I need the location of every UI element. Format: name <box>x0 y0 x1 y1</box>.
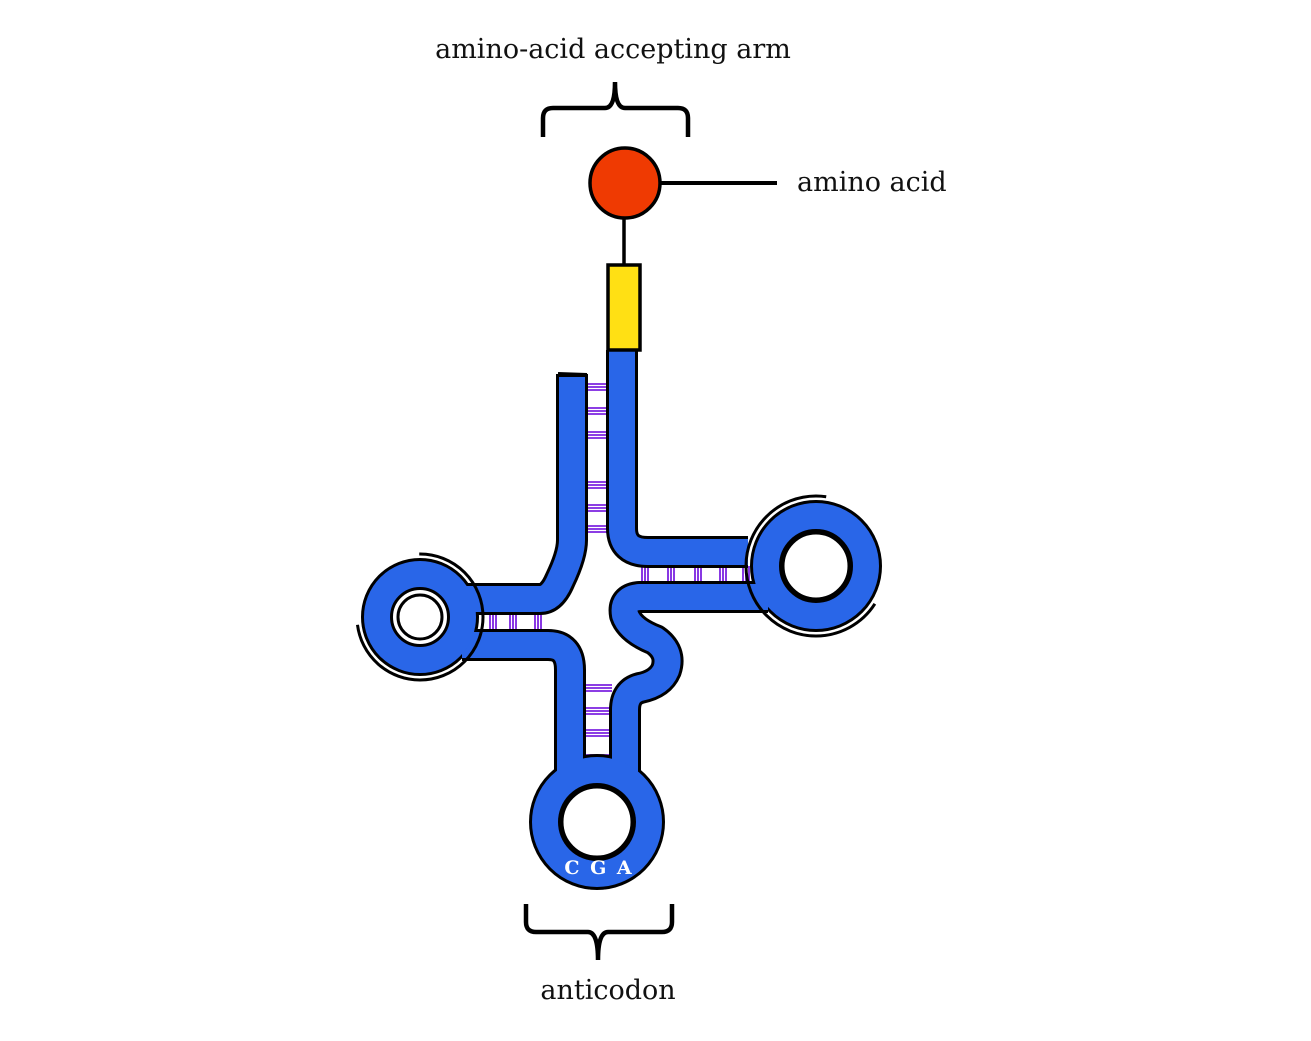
acceptor-left-strand-end-cap <box>557 372 588 377</box>
acceptor-right-strand-outline <box>606 350 748 568</box>
acceptor-cca-end <box>606 263 642 352</box>
acceptor-left-strand <box>462 377 585 612</box>
anticodon-left-strand-outline <box>462 629 586 780</box>
d-loop-outer-edge <box>355 552 485 682</box>
anticodon-left-strand <box>462 632 583 780</box>
acceptor-right-strand <box>609 350 748 565</box>
t-arm-bottom-strand <box>611 584 768 780</box>
t-loop <box>753 503 879 629</box>
amino-acid-label: amino acid <box>797 167 947 198</box>
amino-acid-circle <box>588 146 662 220</box>
accepting-arm-label: amino-acid accepting arm <box>435 34 791 65</box>
d-loop-inner-edge <box>396 593 444 641</box>
anticodon-brace <box>523 904 675 961</box>
accepting-arm-brace <box>540 81 691 137</box>
anticodon-loop-inner-edge <box>560 785 634 859</box>
t-loop-outer-edge <box>744 494 888 638</box>
anticodon-bases: C G A <box>564 857 633 879</box>
t-loop-inner-edge <box>781 531 851 601</box>
anticodon-loop <box>532 757 662 887</box>
d-loop <box>364 561 476 673</box>
strand-body <box>364 350 879 887</box>
anticodon-label: anticodon <box>540 975 675 1006</box>
